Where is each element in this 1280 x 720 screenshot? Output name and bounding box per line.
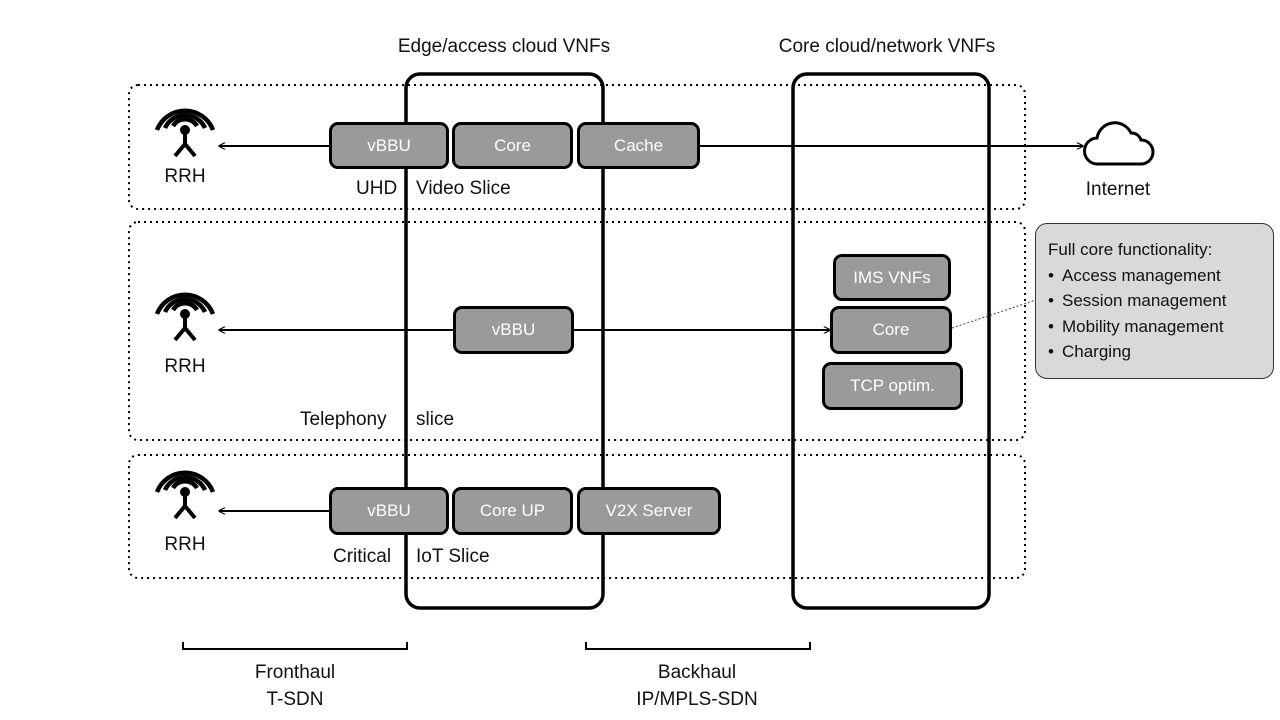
core-cloud-column (791, 72, 991, 610)
slice-box-telephony (128, 221, 1026, 441)
backhaul-line2: IP/MPLS-SDN (636, 689, 758, 710)
fronthaul-bracket (182, 642, 408, 650)
vnf-tcp-optim: TCP optim. (822, 362, 963, 410)
vnf-v2x-server: V2X Server (577, 487, 721, 535)
callout-item: Charging (1048, 339, 1273, 365)
vnf-telephony-core: Core (830, 306, 952, 354)
fronthaul-line1: Fronthaul (254, 662, 336, 683)
antenna-icon (154, 470, 216, 520)
slice-label-telephony-b: slice (416, 409, 455, 430)
backhaul-bracket (585, 642, 811, 650)
backhaul-line1: Backhaul (657, 662, 737, 683)
callout-item: Session management (1048, 288, 1273, 314)
vnf-telephony-vbbu: vBBU (453, 306, 574, 354)
fronthaul-label: Fronthaul T-SDN (255, 659, 335, 713)
slice-box-uhd (128, 84, 1026, 210)
callout-title: Full core functionality: (1048, 240, 1213, 259)
slice-label-iot-b: IoT Slice (416, 546, 490, 567)
slice-label-uhd-a: UHD (356, 178, 398, 199)
slice-box-iot (128, 454, 1026, 579)
callout-connector (951, 299, 1037, 329)
edge-column-title: Edge/access cloud VNFs (397, 36, 611, 57)
vnf-uhd-cache: Cache (577, 122, 700, 169)
backhaul-label: Backhaul IP/MPLS-SDN (636, 659, 757, 713)
vnf-uhd-core: Core (452, 122, 573, 169)
vnf-uhd-vbbu: vBBU (329, 122, 449, 169)
slice-label-iot-a: Critical (333, 546, 392, 567)
slice-label-uhd-b: Video Slice (416, 178, 511, 199)
internet-label: Internet (1085, 179, 1151, 200)
rrh-label-telephony: RRH (164, 356, 206, 377)
vnf-ims: IMS VNFs (833, 254, 951, 301)
cloud-icon (1083, 121, 1155, 166)
rrh-label-iot: RRH (164, 534, 206, 555)
antenna-icon (154, 108, 216, 158)
callout-item: Mobility management (1048, 314, 1273, 340)
callout-list: Access management Session management Mob… (1048, 263, 1273, 365)
core-functionality-callout: Full core functionality: Access manageme… (1035, 223, 1274, 379)
core-column-title: Core cloud/network VNFs (778, 36, 996, 57)
edge-cloud-column (404, 72, 605, 610)
rrh-label-uhd: RRH (164, 166, 206, 187)
antenna-icon (154, 292, 216, 342)
vnf-iot-vbbu: vBBU (329, 487, 449, 535)
fronthaul-line2: T-SDN (266, 689, 324, 710)
slice-label-telephony-a: Telephony (300, 409, 387, 430)
vnf-iot-core-up: Core UP (452, 487, 573, 535)
callout-item: Access management (1048, 263, 1273, 289)
